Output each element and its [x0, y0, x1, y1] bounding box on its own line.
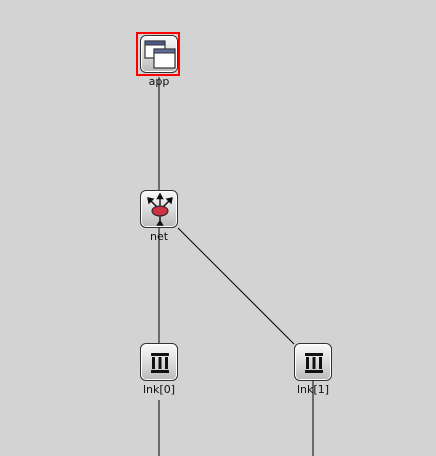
connection-net-lnk1[interactable] [177, 227, 295, 345]
queue-icon [294, 343, 332, 381]
router-icon [140, 190, 178, 228]
module-app[interactable]: app [136, 32, 180, 88]
module-label-lnk-1: lnk[1] [297, 383, 329, 396]
module-label-app: app [148, 75, 170, 88]
module-label-net: net [149, 230, 169, 243]
app-window-icon [140, 35, 178, 73]
module-lnk-0[interactable]: lnk[0] [139, 343, 179, 396]
module-net[interactable]: net [139, 190, 179, 243]
queue-icon [140, 343, 178, 381]
module-lnk-1[interactable]: lnk[1] [293, 343, 333, 396]
module-label-lnk-0: lnk[0] [143, 383, 175, 396]
